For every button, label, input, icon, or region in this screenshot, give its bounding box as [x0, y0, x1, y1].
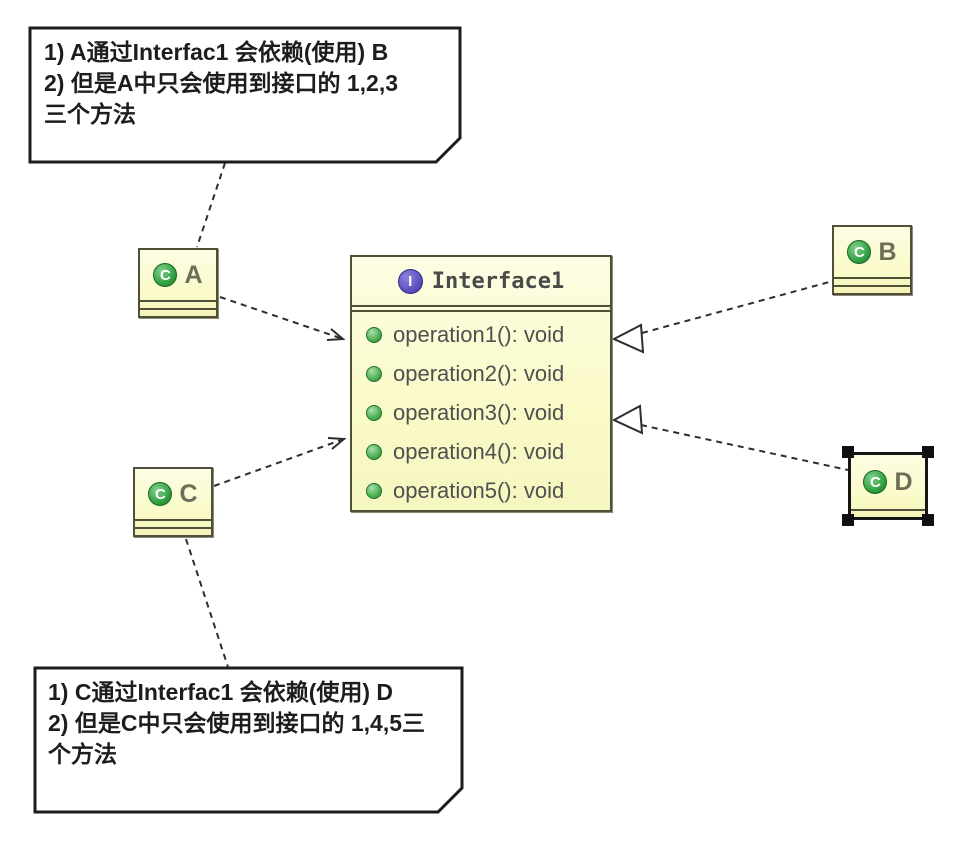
operations-compartment [834, 285, 910, 293]
operation-row: operation3(): void [366, 393, 610, 432]
operation-label: operation3(): void [393, 399, 565, 425]
class-A-name-compartment: C A [140, 250, 216, 300]
public-method-icon [366, 404, 382, 421]
note-line: 2) 但是A中只会使用到接口的 1,2,3 [44, 70, 398, 96]
class-D[interactable]: C D [842, 446, 934, 526]
attributes-compartment [140, 300, 216, 308]
note-line: 三个方法 [44, 101, 136, 127]
hollow-triangle-arrowhead [611, 323, 645, 354]
class-D-label: D [894, 467, 913, 496]
open-arrowhead [327, 437, 347, 450]
selection-handle[interactable] [842, 514, 854, 526]
operation-row: operation1(): void [366, 315, 610, 354]
selection-handle[interactable] [922, 446, 934, 458]
class-icon: C [148, 482, 173, 506]
selection-handle[interactable] [922, 514, 934, 526]
note-top-shape[interactable] [28, 26, 462, 164]
note-line: 2) 但是C中只会使用到接口的 1,4,5三 [48, 710, 425, 736]
class-icon: C [847, 240, 872, 264]
dependency-A-Interface1[interactable] [219, 296, 346, 341]
note-top-anchor-line[interactable] [196, 162, 226, 248]
interface-Interface1[interactable]: I Interface1 operation1(): void operatio… [350, 255, 612, 512]
note-line: 1) A通过Interfac1 会依赖(使用) B [44, 39, 389, 65]
note-line: 个方法 [48, 741, 117, 767]
note-bottom-shape[interactable] [33, 666, 464, 814]
realization-D-Interface1[interactable] [611, 404, 849, 471]
class-B-name-compartment: C B [834, 227, 910, 277]
note-line: 1) C通过Interfac1 会依赖(使用) D [48, 679, 394, 705]
operation-label: operation4(): void [393, 438, 565, 464]
operation-label: operation2(): void [393, 360, 565, 386]
attributes-compartment [135, 519, 211, 527]
operation-label: operation1(): void [393, 321, 565, 347]
dependency-C-Interface1[interactable] [213, 437, 347, 487]
operations-compartment [140, 308, 216, 316]
operation-row: operation2(): void [366, 354, 610, 393]
class-C-label: C [179, 479, 198, 508]
public-method-icon [366, 365, 382, 382]
note-bottom-anchor-line[interactable] [185, 538, 229, 668]
attributes-compartment [851, 509, 925, 517]
operation-row: operation4(): void [366, 432, 610, 471]
public-method-icon [366, 482, 382, 499]
public-method-icon [366, 443, 382, 460]
class-D-name-compartment: C D [851, 455, 925, 509]
attributes-compartment [352, 305, 610, 312]
class-icon: C [863, 470, 888, 494]
public-method-icon [366, 326, 382, 343]
class-C-name-compartment: C C [135, 469, 211, 519]
interface-icon: I [397, 268, 423, 294]
attributes-compartment [834, 277, 910, 285]
class-A-label: A [184, 260, 203, 289]
operations-list: operation1(): void operation2(): void op… [352, 312, 610, 510]
class-B[interactable]: C B [832, 225, 912, 295]
note-top-text: 1) A通过Interfac1 会依赖(使用) B 2) 但是A中只会使用到接口… [44, 37, 448, 130]
operation-row: operation5(): void [366, 471, 610, 510]
open-arrowhead [326, 328, 346, 341]
interface-title: Interface1 [431, 268, 565, 294]
class-C[interactable]: C C [133, 467, 213, 537]
note-bottom-text: 1) C通过Interfac1 会依赖(使用) D 2) 但是C中只会使用到接口… [48, 677, 452, 770]
class-A[interactable]: C A [138, 248, 218, 318]
operation-label: operation5(): void [393, 477, 565, 503]
class-B-label: B [878, 237, 897, 266]
realization-B-Interface1[interactable] [611, 280, 834, 354]
hollow-triangle-arrowhead [611, 404, 644, 435]
selection-handle[interactable] [842, 446, 854, 458]
interface-name-compartment: I Interface1 [352, 257, 610, 305]
operations-compartment [135, 527, 211, 535]
class-icon: C [153, 263, 178, 287]
